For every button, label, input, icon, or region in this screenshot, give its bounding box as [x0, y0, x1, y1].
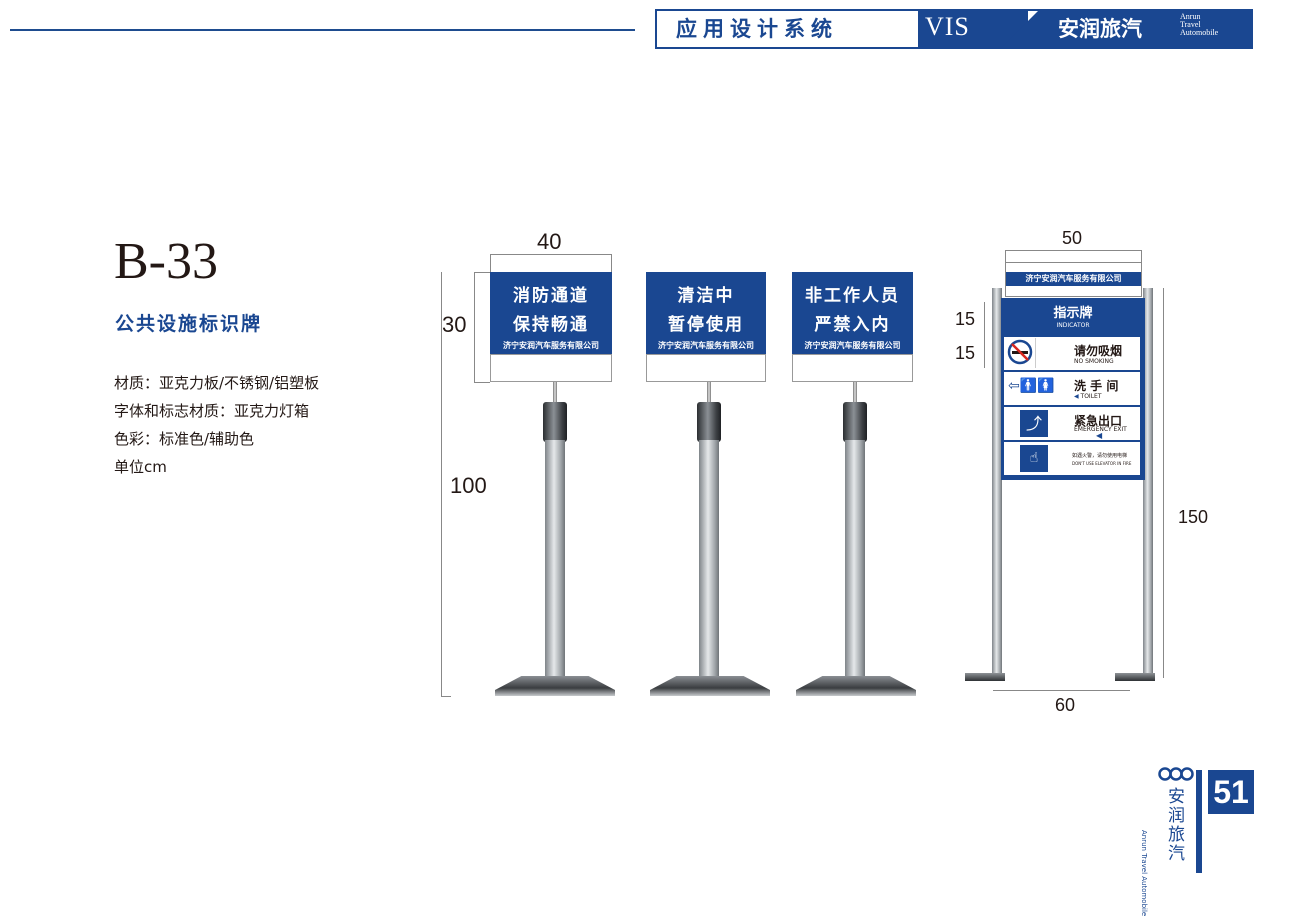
sign-fire-rod	[553, 382, 557, 404]
sign-staff-logo: 济宁安润汽车服务有限公司	[804, 341, 901, 350]
sign-cleaning-sleeve	[697, 402, 721, 442]
sign-staff-only-panel: 非工作人员 严禁入内 济宁安润汽车服务有限公司	[792, 272, 913, 354]
dir-toilet-cn: 洗 手 间	[1074, 379, 1119, 393]
dir-pole-right	[1143, 288, 1153, 676]
arrow-left-icon: ◀	[1096, 431, 1103, 440]
no-smoking-icon	[1005, 338, 1036, 368]
dim-line-pole	[441, 272, 442, 696]
dir-foot-right	[1115, 673, 1155, 681]
spec-font-material: 字体和标志材质：亚克力灯箱	[114, 402, 310, 420]
dim-tick-mid	[474, 382, 490, 383]
sign-staff-sleeve	[843, 402, 867, 442]
sign-fire-logo: 济宁安润汽车服务有限公司	[503, 341, 599, 350]
sign-cleaning-pole	[699, 440, 719, 678]
dir-row-toilet: ⇦🚹🚺 洗 手 间 ◀ TOILET	[1004, 372, 1140, 405]
sign-fire-sleeve	[543, 402, 567, 442]
dim-line-panel	[474, 272, 475, 382]
dir-exit-cn: 紧急出口	[1074, 414, 1123, 428]
toilet-icon: ⇦🚹🚺	[1008, 378, 1055, 394]
dir-row-exit: ⤴ 紧急出口 EMERGENCY EXIT ◀	[1004, 407, 1140, 440]
dir-logo-strip: 济宁安润汽车服务有限公司	[1006, 272, 1141, 286]
dir-title: 指示牌	[1053, 306, 1093, 321]
header-brand-en-3: Automobile	[1180, 28, 1219, 37]
sign-cleaning-rod	[707, 382, 711, 404]
sign-fire-line1: 消防通道	[513, 286, 589, 306]
footer-page-bar	[1196, 770, 1202, 873]
dir-pole-left	[992, 288, 1002, 676]
header-title: 应用设计系统	[676, 16, 838, 41]
dim-tick-right	[611, 254, 612, 272]
header-brand-en-1: Anrun	[1180, 12, 1201, 21]
header-brand: 安润旅汽	[1058, 16, 1142, 41]
dim-line-large-height	[1163, 288, 1164, 678]
dir-elevator-cn: 如遇火警，请勿使用电梯	[1072, 453, 1128, 459]
dim-tick-left	[490, 254, 491, 272]
dim-line-large	[1005, 250, 1142, 251]
footer-brand-en: Anrun Travel Automobile	[1140, 830, 1148, 916]
header-brand-en: Anrun Travel Automobile	[1180, 13, 1218, 37]
exit-icon: ⤴	[1020, 410, 1048, 437]
dir-row-no-smoking: 请勿吸烟 NO SMOKING	[1004, 337, 1140, 370]
dir-elevator-en: DON'T USE ELEVATOR IN FIRE	[1072, 461, 1132, 466]
sign-cleaning-line2: 暂停使用	[668, 315, 744, 335]
dir-exit-en: EMERGENCY EXIT	[1074, 426, 1127, 433]
sign-fire-base	[495, 676, 615, 696]
dim-line-base	[993, 690, 1130, 691]
header-brand-en-2: Travel	[1180, 20, 1201, 29]
footer-brand: 安润旅汽	[1168, 787, 1185, 864]
sign-cleaning-logo: 济宁安润汽车服务有限公司	[658, 341, 754, 350]
dim-base-large: 60	[1055, 695, 1076, 715]
sign-staff-pole	[845, 440, 865, 678]
sign-fire-line2: 保持畅通	[513, 315, 589, 335]
dim-line-rows	[984, 302, 985, 368]
dir-no-smoking-en: NO SMOKING	[1074, 358, 1114, 365]
spec-color: 色彩：标准色/辅助色	[114, 430, 255, 448]
sign-fire-pole	[545, 440, 565, 678]
sign-staff-line2: 严禁入内	[814, 315, 891, 335]
dim-tick-large-r	[1141, 250, 1142, 262]
dir-toilet-en-text: TOILET	[1080, 393, 1102, 400]
dim-width-large: 50	[1062, 228, 1083, 248]
dir-title-en: INDICATOR	[1056, 322, 1090, 329]
sign-staff-line1: 非工作人员	[805, 286, 900, 306]
sign-fire-exit-panel: 消防通道 保持畅通 济宁安润汽车服务有限公司	[490, 272, 612, 354]
dim-tick-bottom	[441, 696, 451, 697]
dim-height-large: 150	[1178, 507, 1209, 527]
dim-tick-large-l	[1005, 250, 1006, 262]
dim-height-panel: 30	[442, 312, 467, 337]
item-code: B-33	[114, 233, 218, 290]
dim-line-width	[490, 254, 612, 255]
sign-cleaning-base	[650, 676, 770, 696]
dim-tick-top	[474, 272, 490, 273]
arrow-left-icon: ◀	[1074, 393, 1081, 400]
dir-toilet-en: ◀ TOILET	[1074, 393, 1102, 400]
sign-fire-lightbox	[490, 354, 612, 382]
sign-cleaning-lightbox	[646, 354, 766, 382]
sign-staff-base	[796, 676, 916, 696]
dim-row-b: 15	[955, 343, 976, 363]
spec-unit: 单位cm	[114, 458, 167, 476]
dim-width-small: 40	[537, 229, 562, 254]
page-number: 51	[1208, 770, 1254, 814]
item-name: 公共设施标识牌	[115, 313, 263, 335]
sign-cleaning-line1: 清洁中	[677, 286, 735, 306]
spec-material: 材质：亚克力板/不锈钢/铝塑板	[114, 374, 320, 392]
header-brand-block	[1000, 9, 1253, 49]
footer-logo-icon	[1158, 766, 1194, 786]
dir-no-smoking-cn: 请勿吸烟	[1074, 344, 1123, 358]
elevator-fire-icon: ☝	[1020, 445, 1048, 472]
dim-row-a: 15	[955, 309, 976, 329]
header-rule	[10, 29, 635, 31]
sign-staff-rod	[853, 382, 857, 404]
dim-height-pole: 100	[450, 473, 487, 498]
sign-staff-lightbox	[792, 354, 913, 382]
dir-foot-left	[965, 673, 1005, 681]
sign-cleaning-panel: 清洁中 暂停使用 济宁安润汽车服务有限公司	[646, 272, 766, 354]
dir-row-elevator: ☝ 如遇火警，请勿使用电梯 DON'T USE ELEVATOR IN FIRE	[1004, 442, 1140, 475]
dir-logo: 济宁安润汽车服务有限公司	[1025, 274, 1122, 283]
header-vis: VIS	[925, 12, 970, 41]
